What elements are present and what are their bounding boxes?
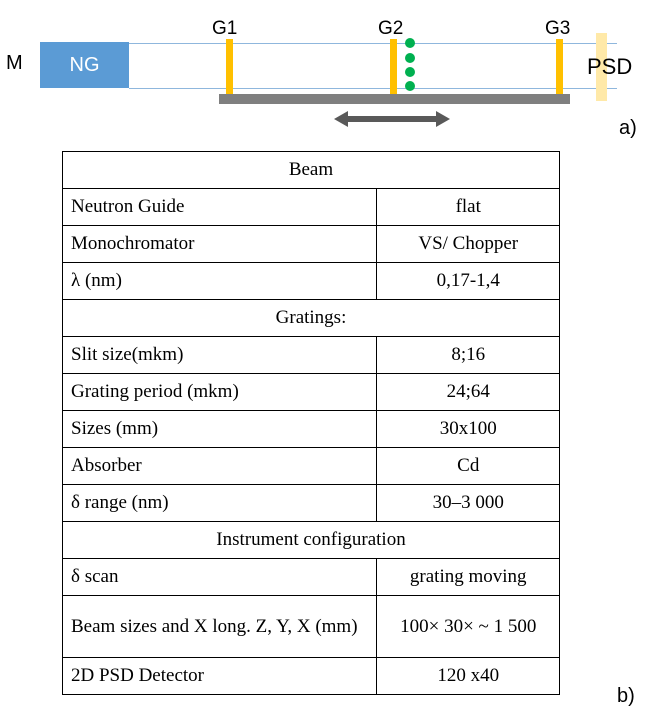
source-label: M xyxy=(6,52,23,74)
table-row: Absorber Cd xyxy=(61,447,560,485)
grating-g3 xyxy=(556,39,563,94)
table-row: δ scan grating moving xyxy=(61,558,560,596)
section-title: Instrument configuration xyxy=(62,521,560,559)
param-value: 0,17-1,4 xyxy=(376,262,560,300)
param-name: λ (nm) xyxy=(61,262,378,300)
table-row: 2D PSD Detector 120 x40 xyxy=(61,657,560,695)
parameter-table: Beam Neutron Guide flat Monochromator VS… xyxy=(61,151,560,695)
panel-a-label: a) xyxy=(619,117,637,139)
grating-g3-label: G3 xyxy=(545,18,571,39)
neutron-guide-label: NG xyxy=(69,53,100,76)
table-row: λ (nm) 0,17-1,4 xyxy=(61,262,560,300)
section-title: Gratings: xyxy=(62,299,560,337)
beam-line-top xyxy=(129,43,617,44)
translation-rail xyxy=(219,94,570,104)
sample-dot xyxy=(405,81,415,91)
param-name: δ scan xyxy=(61,558,378,596)
sample-dot xyxy=(405,53,415,63)
beam-line-bottom xyxy=(129,88,617,89)
param-name: Grating period (mkm) xyxy=(61,373,378,411)
table-row: Sizes (mm) 30x100 xyxy=(61,410,560,448)
detector-bar xyxy=(596,33,607,101)
grating-g1-label: G1 xyxy=(212,18,238,39)
param-value: VS/ Chopper xyxy=(376,225,560,263)
double-arrow-icon xyxy=(334,111,450,127)
panel-b-label: b) xyxy=(617,685,635,707)
param-name: Slit size(mkm) xyxy=(61,336,378,374)
param-value: Cd xyxy=(376,447,560,485)
grating-g2 xyxy=(390,39,397,94)
table-row: Slit size(mkm) 8;16 xyxy=(61,336,560,374)
param-value: 120 x40 xyxy=(376,657,560,695)
table-row: δ range (nm) 30–3 000 xyxy=(61,484,560,522)
section-header-row: Beam xyxy=(62,151,560,189)
sample-dot xyxy=(405,38,415,48)
section-header-row: Gratings: xyxy=(62,299,560,337)
param-value: 24;64 xyxy=(376,373,560,411)
param-name: Sizes (mm) xyxy=(61,410,378,448)
detector-label: PSD xyxy=(587,54,633,79)
param-name: 2D PSD Detector xyxy=(61,657,378,695)
table-row: Beam sizes and X long. Z, Y, X (mm) 100×… xyxy=(61,595,560,658)
section-header-row: Instrument configuration xyxy=(62,521,560,559)
param-value: 100× 30× ~ 1 500 xyxy=(376,595,560,658)
table-row: Monochromator VS/ Chopper xyxy=(61,225,560,263)
param-value: 8;16 xyxy=(376,336,560,374)
neutron-guide-box: NG xyxy=(40,42,129,88)
param-name: Neutron Guide xyxy=(61,188,378,226)
param-value: 30x100 xyxy=(376,410,560,448)
grating-g1 xyxy=(226,39,233,94)
section-title: Beam xyxy=(62,151,560,189)
table-row: Grating period (mkm) 24;64 xyxy=(61,373,560,411)
param-name: Monochromator xyxy=(61,225,378,263)
param-name: δ range (nm) xyxy=(61,484,378,522)
param-value: flat xyxy=(376,188,560,226)
table-row: Neutron Guide flat xyxy=(61,188,560,226)
param-value: grating moving xyxy=(376,558,560,596)
param-name: Absorber xyxy=(61,447,378,485)
sample-dot xyxy=(405,67,415,77)
param-name: Beam sizes and X long. Z, Y, X (mm) xyxy=(61,595,378,658)
grating-g2-label: G2 xyxy=(378,18,404,39)
param-value: 30–3 000 xyxy=(376,484,560,522)
